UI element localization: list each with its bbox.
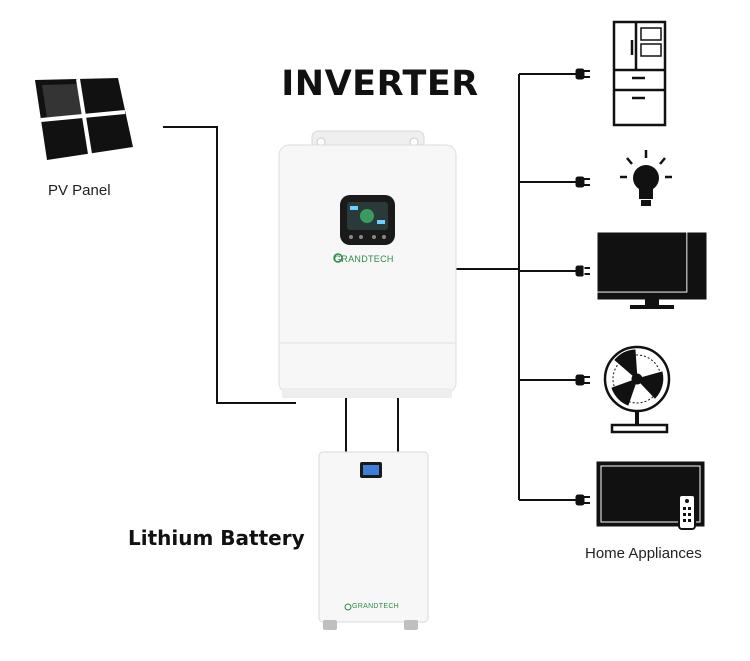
diagram-title: INVERTER: [281, 64, 479, 104]
pv-wire: [163, 126, 296, 404]
plug-icon: [575, 265, 590, 277]
plug-icon: [575, 374, 590, 386]
battery-brand-text: GRANDTECH: [352, 603, 400, 610]
battery-label: Lithium Battery: [128, 526, 305, 550]
inverter-brand-text: GRANDTECH: [334, 254, 394, 264]
solar-panel-icon: [35, 78, 133, 160]
fan-icon: [603, 345, 671, 434]
wiring: [163, 73, 576, 501]
battery-device: [318, 451, 429, 630]
plugs: [575, 68, 590, 506]
remote-control-icon: [678, 494, 696, 530]
pv-panel-label: PV Panel: [48, 182, 111, 199]
brand-logo-icon: [344, 603, 352, 611]
brand-logo-icon: [333, 253, 343, 263]
plug-icon: [575, 68, 590, 80]
plug-icon: [575, 176, 590, 188]
light-bulb-icon: [620, 150, 672, 206]
plug-icon: [575, 494, 590, 506]
inverter-device: [278, 130, 457, 398]
refrigerator-icon: [612, 20, 667, 127]
battery-foot: [404, 620, 418, 630]
battery-foot: [323, 620, 337, 630]
tv-icon: [596, 461, 705, 530]
home-appliances-label: Home Appliances: [585, 545, 702, 562]
monitor-icon: [583, 229, 707, 309]
